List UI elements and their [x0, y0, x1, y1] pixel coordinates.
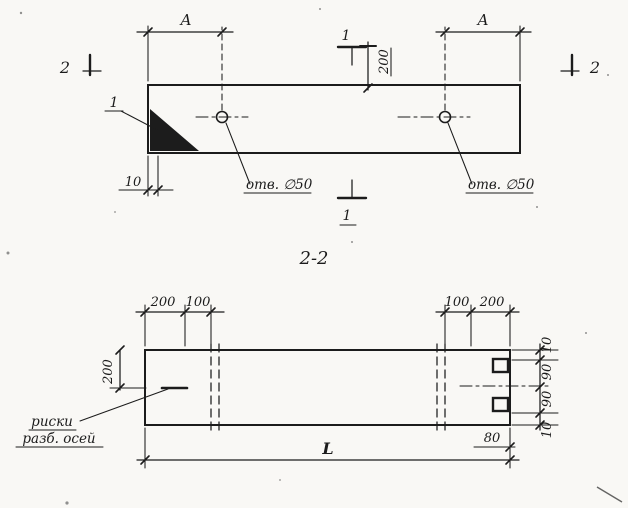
scan-speck	[607, 74, 609, 76]
axis-note-line2: разб. осей	[22, 431, 95, 447]
hole-left-label: отв. ∅50	[246, 177, 313, 193]
dim-90-lower-label: 90	[540, 391, 555, 408]
dim-100-topright-label: 100	[445, 295, 470, 310]
dim-tick	[440, 307, 450, 317]
dim-tick	[180, 307, 190, 317]
dim-tick	[363, 83, 373, 93]
detail-callout-leader	[120, 110, 166, 135]
dim-tick	[153, 185, 163, 195]
dim-tick	[535, 420, 545, 430]
dim-80-label: 80	[484, 431, 501, 446]
scan-speck	[351, 241, 353, 243]
hole-left-leader	[225, 122, 251, 185]
corner-wedge-mark	[150, 109, 199, 151]
dim-10-bottom-label: 10	[540, 422, 555, 439]
axis-note-line1: риски	[31, 414, 73, 430]
scan-speck	[279, 479, 281, 481]
scan-specks	[6, 8, 623, 505]
dim-a-left-label: A	[179, 11, 192, 29]
dim-length-label: L	[321, 439, 333, 458]
dim-tick	[140, 455, 150, 465]
groove-upper	[491, 357, 510, 374]
beam-section-outline	[144, 349, 511, 426]
detail-callout-label: 1	[110, 95, 119, 111]
dim-200-topleft-label: 200	[150, 295, 176, 310]
scan-speck	[6, 251, 10, 255]
groove-lower	[491, 396, 510, 413]
dim-tick	[535, 345, 545, 355]
hole-right-label: отв. ∅50	[468, 177, 535, 193]
dim-tick	[143, 185, 153, 195]
scan-speck	[319, 8, 321, 10]
dim-10-label: 10	[125, 175, 142, 190]
scan-speck	[536, 206, 538, 208]
scan-speck	[114, 211, 116, 213]
dim-tick	[535, 408, 545, 418]
dim-tick	[535, 382, 545, 392]
dim-tick	[143, 27, 153, 37]
dim-tick	[217, 27, 227, 37]
dim-200-left-label: 200	[101, 359, 116, 385]
section-title: 2-2	[299, 248, 329, 269]
dim-tick	[535, 355, 545, 365]
scan-speck	[585, 332, 587, 334]
dim-100-topleft-label: 100	[186, 295, 211, 310]
dim-a-right-label: A	[476, 11, 489, 29]
dim-90-upper-label: 90	[540, 364, 555, 381]
hole-right-leader	[447, 122, 473, 185]
dim-tick	[206, 307, 216, 317]
section-2-right-label: 2	[589, 58, 600, 77]
dim-tick	[515, 27, 525, 37]
dim-tick	[140, 307, 150, 317]
dim-200-topright-label: 200	[479, 295, 505, 310]
section-1-top-label: 1	[342, 28, 351, 44]
dim-tick	[115, 345, 125, 355]
scan-stroke	[596, 486, 623, 503]
top-view: 1 A A 1 1 2 2	[59, 11, 600, 226]
axis-note-leader	[79, 388, 169, 422]
dim-tick	[466, 307, 476, 317]
beam-outline	[147, 84, 521, 154]
dim-200v-label: 200	[377, 49, 392, 75]
scan-speck	[19, 11, 23, 15]
section-2-left-label: 2	[59, 58, 70, 77]
dim-tick	[505, 455, 515, 465]
dim-10-top-label: 10	[540, 337, 555, 354]
dim-tick	[440, 27, 450, 37]
dim-tick	[505, 307, 515, 317]
section-1-bottom-label: 1	[343, 208, 352, 224]
scan-speck	[65, 501, 69, 505]
section-view-2-2: 2-2 200 100 100 200 200	[15, 248, 559, 469]
